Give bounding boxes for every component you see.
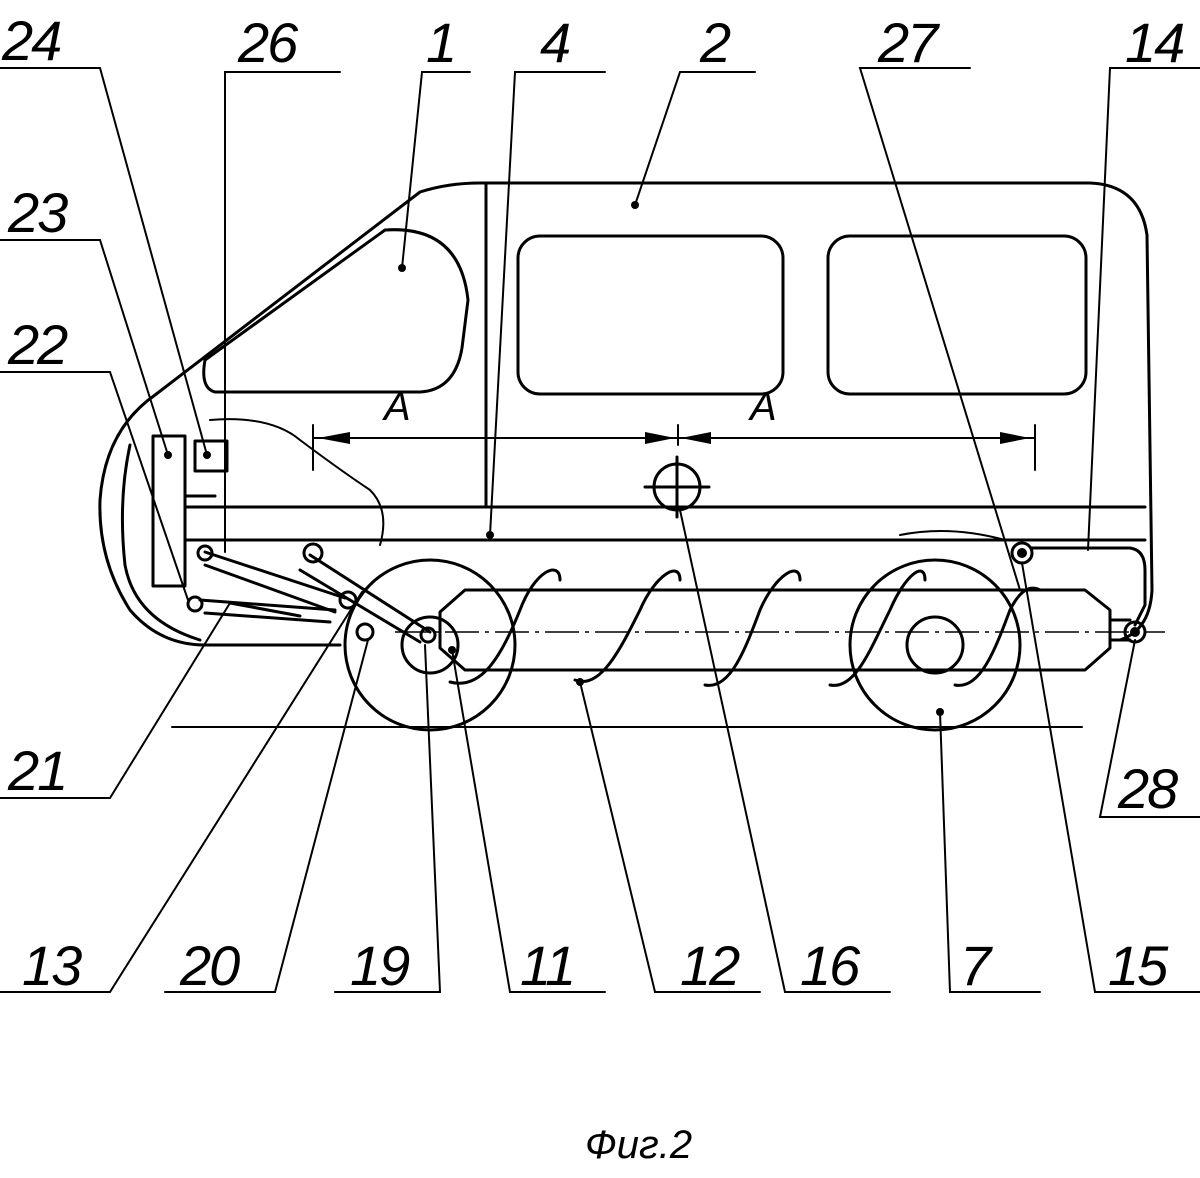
callout-28: 28: [1117, 757, 1178, 820]
vehicle-body: [98, 181, 1154, 647]
leader-lines: [0, 67, 1200, 993]
section-mark-left: A: [382, 385, 411, 429]
figure-caption: Фиг.2: [585, 1123, 692, 1167]
callout-21: 21: [7, 739, 66, 802]
callout-26: 26: [237, 11, 299, 74]
callout-22: 22: [7, 313, 68, 376]
windows: [202, 228, 1088, 396]
front-mechanism: [151, 434, 437, 644]
section-line: [312, 424, 1036, 519]
callout-19: 19: [350, 934, 409, 997]
callout-15: 15: [1108, 934, 1169, 997]
callout-20: 20: [179, 934, 240, 997]
callout-2: 2: [699, 11, 731, 74]
callout-4: 4: [540, 11, 570, 74]
callout-27: 27: [877, 11, 940, 74]
rear-mechanism: [899, 530, 1147, 644]
callout-14: 14: [1125, 11, 1184, 74]
callout-24: 24: [1, 9, 61, 72]
callout-7: 7: [960, 934, 993, 997]
callout-labels: 24 26 1 4 2 27 14 23 22 21 28 13 20 19 1…: [1, 9, 1186, 997]
callout-11: 11: [520, 934, 574, 997]
callout-16: 16: [800, 934, 861, 997]
callout-1: 1: [426, 11, 455, 74]
callout-12: 12: [680, 934, 740, 997]
wheels: [343, 558, 1022, 732]
callout-23: 23: [7, 181, 68, 244]
auger: [171, 568, 1165, 728]
section-mark-right: A: [748, 385, 777, 429]
callout-13: 13: [22, 934, 82, 997]
